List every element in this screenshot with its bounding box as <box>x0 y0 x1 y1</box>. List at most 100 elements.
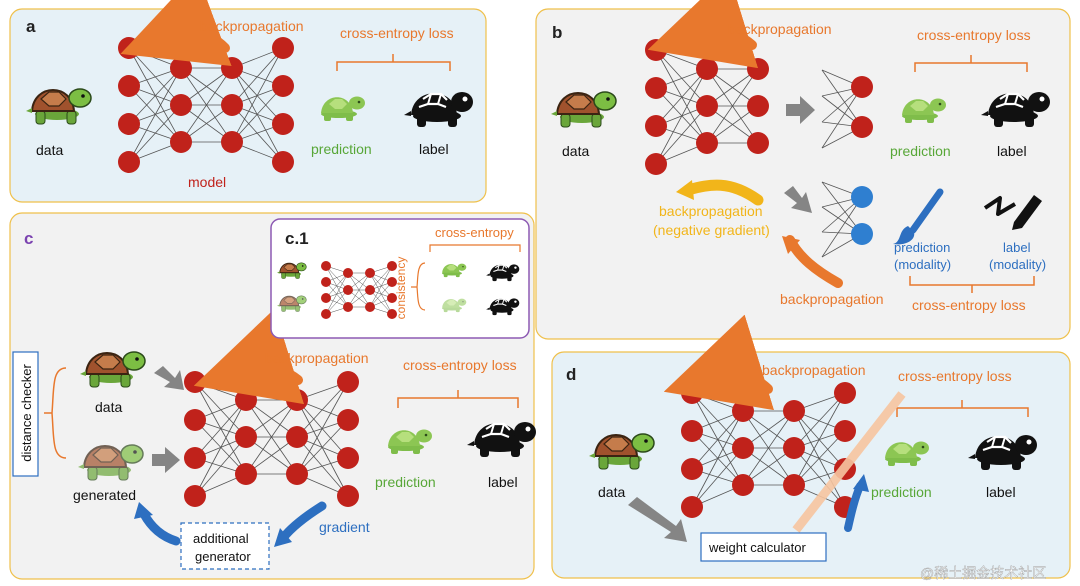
neuron <box>696 132 718 154</box>
backprop-label-b-top: backpropagation <box>728 21 832 37</box>
connection <box>325 281 349 308</box>
loss-bracket-d <box>896 400 1029 417</box>
backprop-label-a: backpropagation <box>200 18 304 34</box>
loss-label-a: cross-entropy loss <box>340 25 454 41</box>
panel-c1-network <box>321 261 397 319</box>
neuron <box>170 94 192 116</box>
label-label-a: label <box>419 141 449 157</box>
weight-line <box>792 391 906 533</box>
backprop-label-c: backpropagation <box>265 350 369 366</box>
neuron <box>337 371 359 393</box>
connection <box>706 68 759 144</box>
consistency-label: consistency <box>394 257 408 320</box>
neuron <box>184 371 206 393</box>
connection <box>369 265 393 291</box>
connection <box>231 47 284 106</box>
connection <box>347 272 371 308</box>
backprop-arrow-b-top <box>647 0 759 69</box>
connection <box>655 68 708 127</box>
data-label-c: data <box>95 399 122 415</box>
connection <box>231 67 284 163</box>
panel-b-tag: b <box>552 23 562 42</box>
neuron <box>365 302 375 312</box>
neuron <box>747 95 769 117</box>
connection <box>821 69 863 128</box>
gray-arrow-b2 <box>784 186 812 213</box>
connection <box>691 410 744 470</box>
watermark: @稀土掘金技术社区 <box>920 565 1046 581</box>
panel-d: d backpropagation cross-entropy loss dat… <box>551 314 1071 579</box>
neuron <box>783 400 805 422</box>
neuron <box>732 437 754 459</box>
connection <box>231 47 284 143</box>
connection <box>655 105 708 165</box>
gradient-label: gradient <box>319 519 370 535</box>
connection <box>128 104 182 163</box>
weight-calculator-label: weight calculator <box>708 540 806 555</box>
neuron <box>286 463 308 485</box>
gray-arrow-c2 <box>152 447 180 473</box>
neuron <box>118 75 140 97</box>
connection <box>128 67 182 163</box>
distance-checker-label: distance checker <box>19 364 34 462</box>
connection <box>296 399 349 459</box>
neuron <box>272 75 294 97</box>
connection <box>369 281 393 308</box>
connection <box>325 272 349 315</box>
neuron <box>645 77 667 99</box>
connection <box>128 85 182 143</box>
loss-bracket-a <box>336 54 451 71</box>
neuron <box>387 293 397 303</box>
model-label-a: model <box>188 174 226 190</box>
distance-checker-box <box>12 351 39 477</box>
neuron <box>221 57 243 79</box>
backprop-b-bottom-head <box>782 236 800 254</box>
neuron <box>851 223 873 245</box>
neuron <box>286 389 308 411</box>
label-modality-1: label <box>1003 240 1031 255</box>
generator-label-2: generator <box>195 549 251 564</box>
neuron <box>272 151 294 173</box>
connection <box>296 399 349 497</box>
connection <box>296 381 349 475</box>
backprop-arrow-d <box>663 314 775 411</box>
neuron <box>272 113 294 135</box>
distance-bracket <box>44 367 67 459</box>
neuron <box>118 113 140 135</box>
label-label-b: label <box>997 143 1027 159</box>
pen-icon <box>983 195 1042 230</box>
connection <box>194 419 247 475</box>
connection <box>231 104 284 163</box>
connection <box>793 447 846 508</box>
connection <box>655 87 708 144</box>
connection <box>325 289 349 315</box>
connection <box>128 67 182 125</box>
neuron <box>184 447 206 469</box>
neuron <box>235 389 257 411</box>
neuron <box>235 463 257 485</box>
loss-bracket-b-bottom <box>909 276 1035 293</box>
neg-gradient-label-2: (negative gradient) <box>653 222 770 238</box>
loss-bracket-b-top <box>914 55 1028 72</box>
neuron <box>118 151 140 173</box>
gray-arrow-c1 <box>154 366 184 390</box>
neuron <box>732 400 754 422</box>
neuron <box>681 420 703 442</box>
neg-gradient-arrow <box>682 179 764 206</box>
connection <box>369 272 393 315</box>
neuron <box>681 382 703 404</box>
neuron <box>343 268 353 278</box>
connection <box>180 67 233 143</box>
connection <box>296 381 349 438</box>
neuron <box>783 437 805 459</box>
neuron <box>387 277 397 287</box>
neuron <box>343 302 353 312</box>
neuron <box>645 153 667 175</box>
connection <box>793 410 846 508</box>
neuron <box>747 132 769 154</box>
label-label-d: label <box>986 484 1016 500</box>
neuron <box>221 94 243 116</box>
neuron <box>645 115 667 137</box>
connection <box>325 272 349 299</box>
